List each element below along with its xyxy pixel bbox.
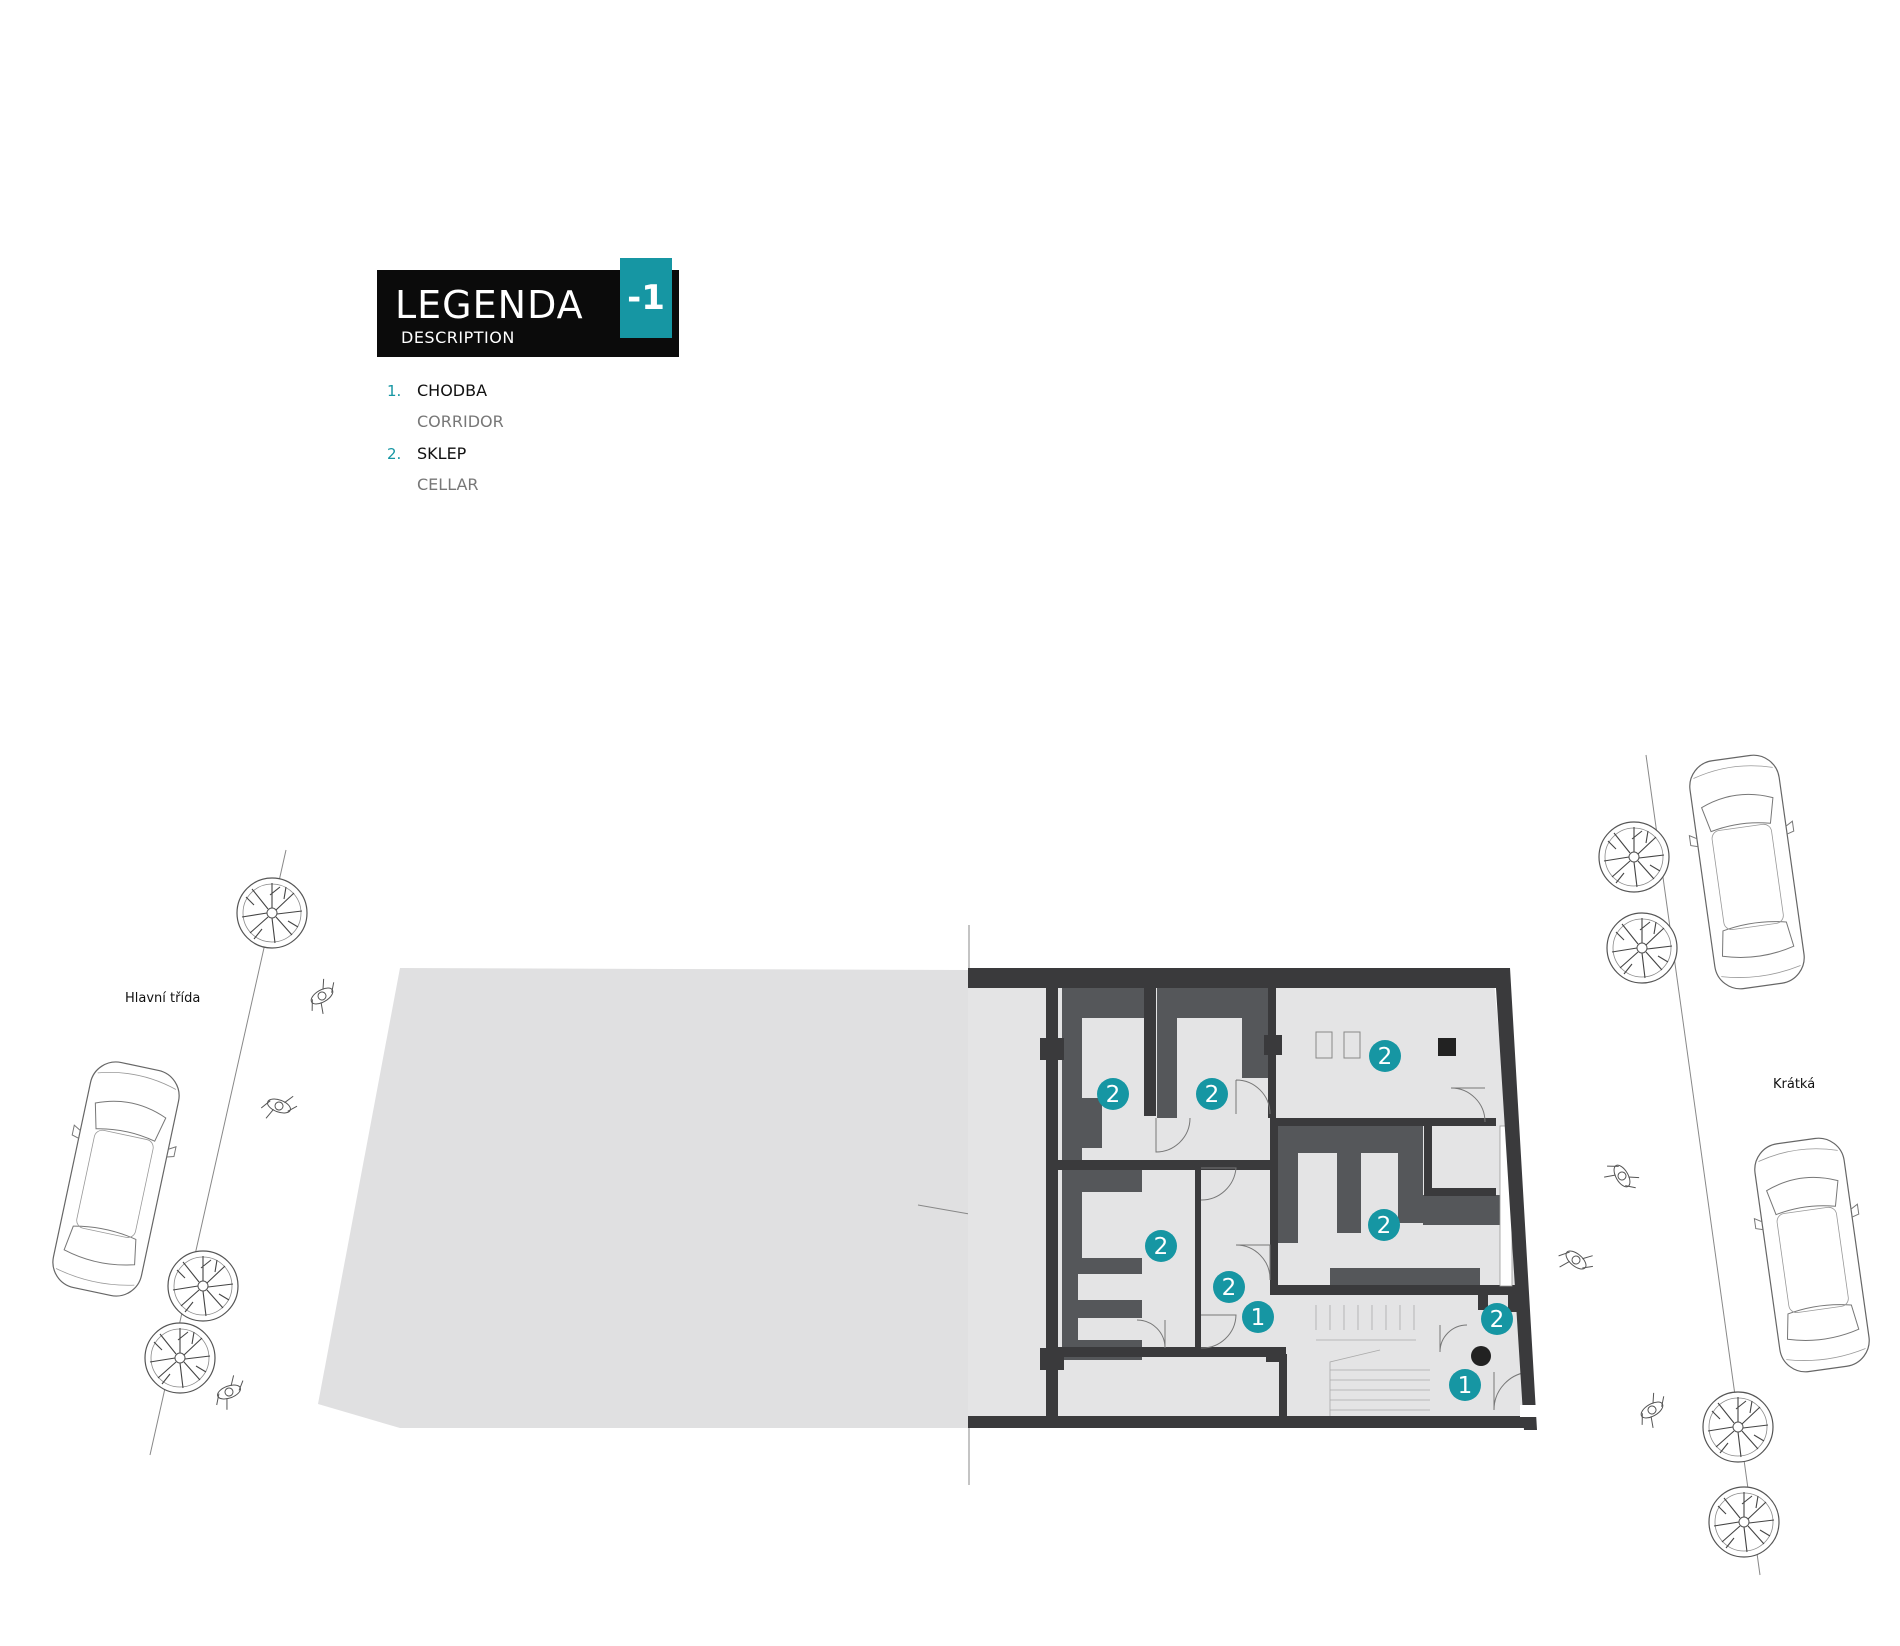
- chimney: [1438, 1038, 1456, 1056]
- tree-icon: [1606, 912, 1678, 984]
- room-marker: 2: [1097, 1078, 1129, 1110]
- floor-level-badge: -1: [620, 258, 672, 338]
- svg-text:2: 2: [1154, 1234, 1169, 1260]
- svg-text:2: 2: [1378, 1044, 1393, 1070]
- legend-list: 1. CHODBA CORRIDOR 2. SKLEP CELLAR: [387, 380, 637, 506]
- car-icon: [1678, 750, 1816, 994]
- legend-item-number: 1.: [387, 382, 402, 400]
- legend-title: LEGENDA: [395, 283, 584, 327]
- building: [968, 968, 1538, 1430]
- tree-icon: [1598, 821, 1670, 893]
- room-marker: 1: [1242, 1301, 1274, 1333]
- street-label-east: Krátká: [1773, 1077, 1815, 1092]
- tree-icon: [236, 877, 308, 949]
- svg-text:2: 2: [1106, 1082, 1121, 1108]
- room-marker: 2: [1213, 1271, 1245, 1303]
- car-icon: [40, 1055, 192, 1303]
- entrance-gap: [1520, 1405, 1538, 1417]
- legend-item-name: SKLEP: [417, 444, 467, 463]
- pedestrian-icon: [208, 1372, 251, 1414]
- pedestrian-icon: [257, 1086, 301, 1128]
- legend-item-name-english: CORRIDOR: [417, 412, 504, 431]
- pedestrian-icon: [1630, 1388, 1676, 1433]
- staircase: [1315, 1305, 1430, 1418]
- room-marker: 2: [1368, 1209, 1400, 1241]
- room-marker: 1: [1449, 1369, 1481, 1401]
- legend-item-number: 2.: [387, 445, 402, 463]
- legend-item-cellar: 2. SKLEP CELLAR: [387, 443, 637, 506]
- svg-text:1: 1: [1251, 1305, 1266, 1331]
- tree-icon: [144, 1322, 216, 1394]
- tree-icon: [1708, 1486, 1780, 1558]
- svg-text:2: 2: [1205, 1082, 1220, 1108]
- svg-text:2: 2: [1377, 1213, 1392, 1239]
- svg-text:2: 2: [1490, 1307, 1505, 1333]
- storage-partitions: [1062, 988, 1503, 1360]
- exterior-walls: [968, 968, 1537, 1430]
- legend-item-name-english: CELLAR: [417, 475, 479, 494]
- tree-icon: [1702, 1391, 1774, 1463]
- room-marker: 2: [1145, 1230, 1177, 1262]
- room-marker: 2: [1196, 1078, 1228, 1110]
- fixture: [1343, 1031, 1361, 1059]
- legend-subtitle: DESCRIPTION: [401, 328, 515, 347]
- legend-item-name: CHODBA: [417, 381, 488, 400]
- street-label-west: Hlavní třída: [125, 991, 200, 1006]
- svg-text:2: 2: [1222, 1275, 1237, 1301]
- fixture: [1315, 1031, 1333, 1059]
- pedestrian-icon: [1599, 1154, 1644, 1200]
- legend-item-corridor: 1. CHODBA CORRIDOR: [387, 380, 637, 443]
- pedestrian-icon: [1552, 1238, 1599, 1284]
- pedestrian-icon: [300, 974, 346, 1019]
- room-marker: 2: [1369, 1040, 1401, 1072]
- neighbor-lot: [318, 968, 968, 1428]
- svg-text:1: 1: [1458, 1373, 1473, 1399]
- room-markers: 2 2 2 2 2 2 2 1 2 1: [1097, 1040, 1513, 1401]
- tree-icon: [167, 1250, 239, 1322]
- car-icon: [1743, 1133, 1881, 1377]
- column: [1471, 1346, 1491, 1366]
- room-marker: 2: [1481, 1303, 1513, 1335]
